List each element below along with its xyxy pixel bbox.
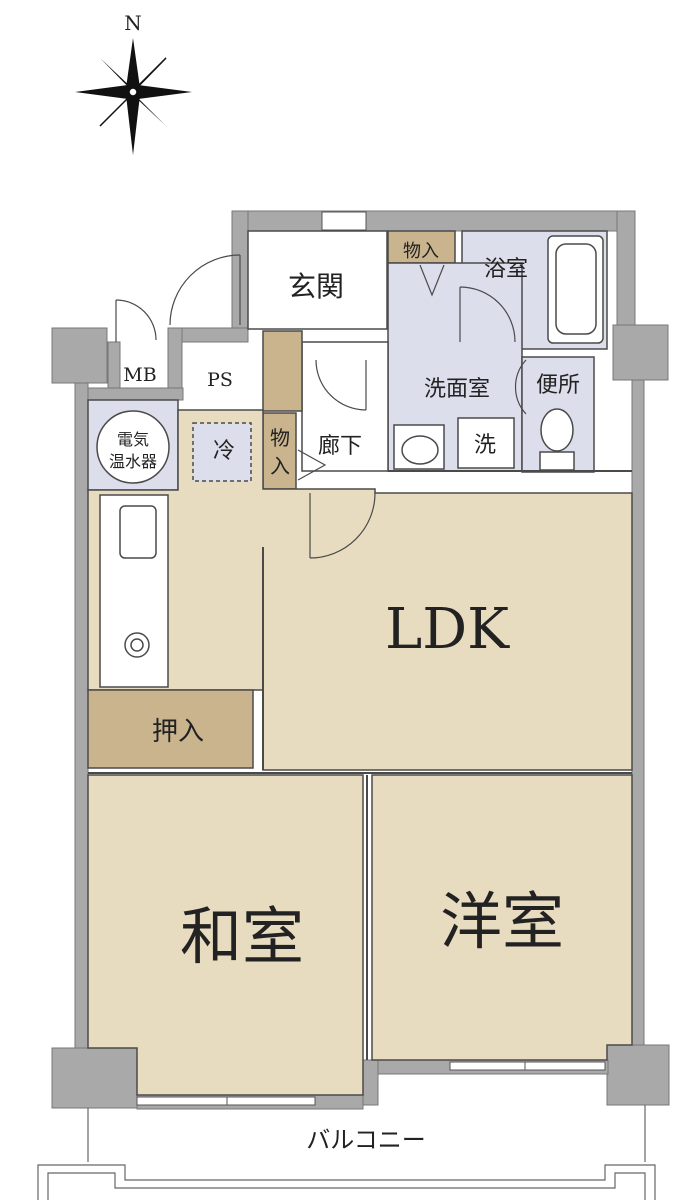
washroom-label: 洗面室 — [424, 377, 490, 402]
youshitsu-label: 洋室 — [440, 885, 564, 958]
water-heater-label-line1: 電気 — [117, 430, 149, 449]
ldk-label: LDK — [385, 597, 510, 662]
storage-side-label-2: 入 — [270, 454, 290, 478]
water-heater-label-line2: 温水器 — [109, 452, 157, 471]
toilet-label: 便所 — [536, 373, 580, 398]
washing-machine-label: 洗 — [474, 433, 496, 458]
storage-top-label: 物入 — [403, 241, 439, 262]
storage-side-label-1: 物 — [270, 426, 290, 450]
hallway-label: 廊下 — [318, 434, 362, 459]
oshiire-label: 押入 — [152, 717, 204, 747]
washitsu-label: 和室 — [180, 900, 304, 973]
balcony-outline — [37, 1105, 656, 1200]
mb-label: MB — [123, 364, 156, 386]
door-swings — [115, 254, 527, 559]
ps-label: PS — [207, 369, 233, 391]
bath-label: 浴室 — [484, 257, 528, 282]
room-fills — [87, 230, 633, 1096]
north-compass-icon — [75, 38, 192, 155]
balcony-label: バルコニー — [306, 1126, 426, 1154]
fridge-label: 冷 — [213, 439, 235, 464]
windows — [136, 211, 606, 1106]
genkan-label: 玄関 — [288, 270, 344, 303]
compass-north-label: N — [124, 11, 142, 35]
partition-lines — [88, 470, 632, 1060]
